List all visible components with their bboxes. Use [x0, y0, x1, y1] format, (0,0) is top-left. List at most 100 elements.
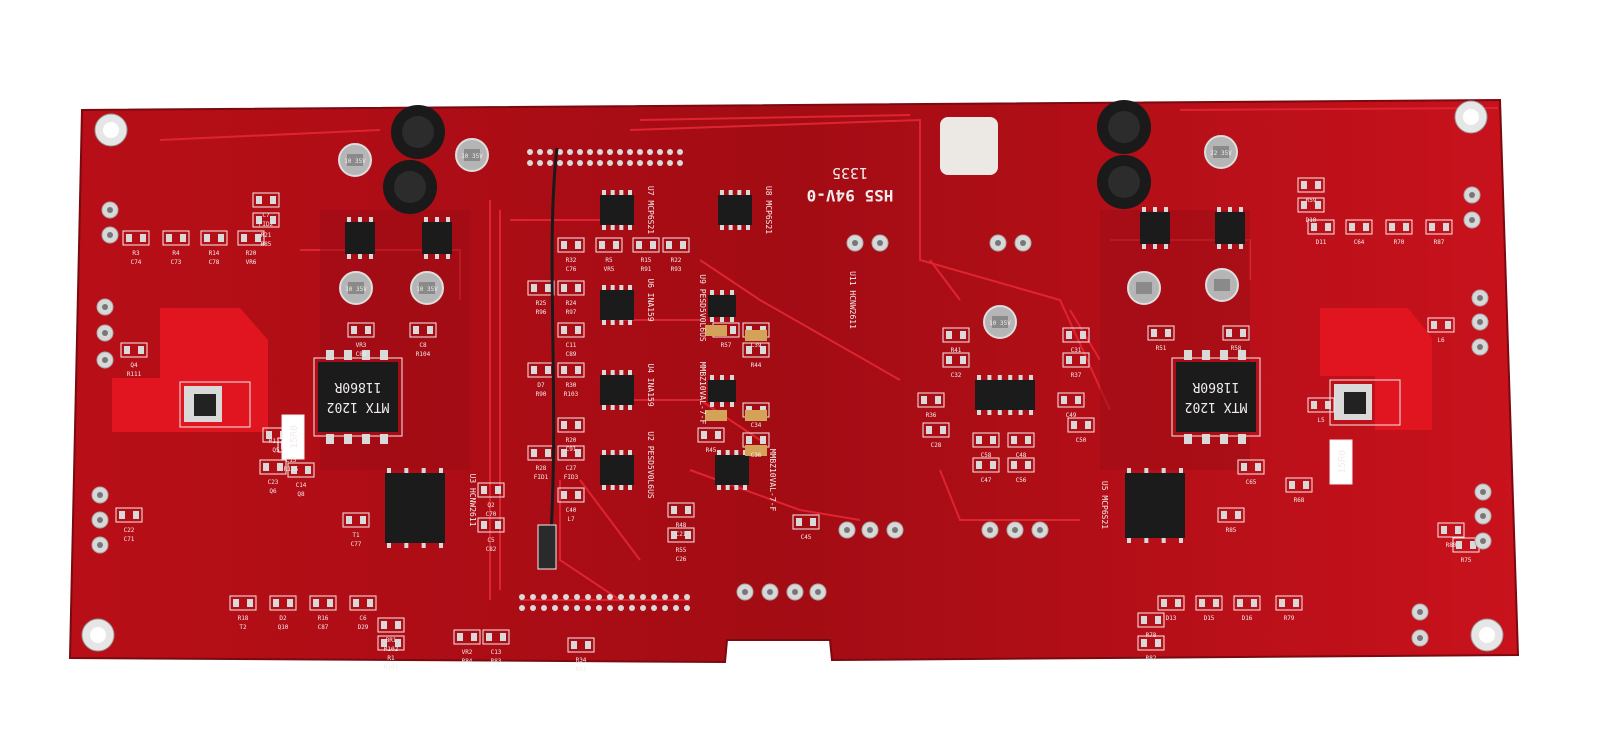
- refdes-label: R45: [706, 447, 717, 454]
- refdes-label: C31: [1071, 347, 1082, 354]
- smd-pad: [1221, 511, 1227, 519]
- refdes-label: C82: [486, 546, 497, 553]
- smd-outline: [162, 230, 190, 246]
- pin: [1127, 538, 1131, 543]
- smd-pad: [1251, 599, 1257, 607]
- refdes-label: L6: [1437, 337, 1445, 344]
- refdes-label: R97: [566, 309, 577, 316]
- smd-pad: [545, 284, 551, 292]
- pad-drill: [1477, 344, 1483, 350]
- refdes-label: C82: [486, 546, 497, 553]
- inductor-core: [1108, 166, 1140, 198]
- smd-pad: [1325, 401, 1331, 409]
- refdes-label: R30: [566, 382, 577, 389]
- refdes-label-frame: FID3: [564, 474, 579, 481]
- pin: [610, 285, 615, 290]
- integrated-circuit: [422, 222, 452, 254]
- refdes-label: C23: [268, 479, 279, 486]
- refdes-label-frame: C56: [1016, 477, 1027, 484]
- pin: [619, 450, 624, 455]
- smd-pad: [926, 426, 932, 434]
- refdes-label: R85: [261, 241, 272, 248]
- smd-outline: [557, 237, 585, 253]
- pin: [1184, 350, 1192, 360]
- pin: [1127, 468, 1131, 473]
- refdes-label: Q8: [297, 491, 305, 498]
- refdes-label: D7: [537, 382, 545, 389]
- refdes-label: R3: [132, 250, 140, 257]
- smd-outline: [557, 322, 585, 338]
- smd-outline: [942, 352, 970, 368]
- refdes-label-frame: C49: [1066, 412, 1077, 419]
- capacitor-value-frame: 10 35V: [989, 320, 1011, 327]
- refdes-label-frame: C11: [566, 342, 577, 349]
- refdes-label: R21: [261, 232, 272, 239]
- refdes-label: R5: [605, 257, 613, 264]
- header-pin: [617, 160, 623, 166]
- smd-outline: [229, 595, 257, 611]
- refdes-label: FID1: [534, 474, 549, 481]
- refdes-label: R22: [671, 257, 682, 264]
- copper-trace: [1179, 107, 1499, 111]
- refdes-label: T1: [352, 532, 360, 539]
- smd-pad: [140, 234, 146, 242]
- smd-pad: [1155, 639, 1161, 647]
- copper-trace: [629, 118, 1111, 411]
- mounting-hole-drill: [90, 627, 106, 643]
- refdes-label: C76: [566, 266, 577, 273]
- smd-pad: [531, 449, 537, 457]
- smd-outline: [1297, 197, 1325, 213]
- refdes-label: R102: [384, 646, 399, 653]
- mounting-hole-drill: [1479, 627, 1495, 643]
- smd-outline: [922, 422, 950, 438]
- capacitor-value: 10 35V: [345, 286, 367, 293]
- transformer: [318, 362, 398, 432]
- integrated-circuit: [600, 455, 634, 485]
- refdes-label: R103: [564, 391, 579, 398]
- ic-label: U7 MCP6S21: [646, 186, 655, 234]
- smd-pad: [575, 421, 581, 429]
- smd-pad: [1315, 181, 1321, 189]
- refdes-label: R91: [641, 266, 652, 273]
- refdes-label: R25: [536, 300, 547, 307]
- smd-pad: [599, 241, 605, 249]
- refdes-label: BR1: [386, 637, 397, 644]
- refdes-label-frame: BR1: [386, 637, 397, 644]
- smd-pad: [256, 196, 262, 204]
- refdes-label: C27: [566, 465, 577, 472]
- capacitor-value: 10 35V: [344, 158, 366, 165]
- pin: [628, 225, 632, 230]
- smd-pad: [760, 436, 766, 444]
- refdes-label: C6: [359, 615, 367, 622]
- smd-pad: [960, 331, 966, 339]
- pin: [728, 225, 733, 230]
- refdes-label-frame: C34: [751, 422, 762, 429]
- pin: [439, 543, 443, 548]
- pin: [446, 254, 450, 259]
- smd-pad: [976, 461, 982, 469]
- smd-pad: [1456, 541, 1462, 549]
- refdes-label: C45: [801, 534, 812, 541]
- smd-pad: [990, 461, 996, 469]
- pin: [746, 190, 750, 195]
- refdes-label: C87: [318, 624, 329, 631]
- capacitor-marking: [347, 154, 363, 166]
- copper-trace: [939, 469, 1080, 521]
- smd-pad: [810, 518, 816, 526]
- header-pin: [617, 149, 623, 155]
- refdes-label-frame: C82: [486, 546, 497, 553]
- refdes-label: C77: [351, 541, 362, 548]
- pin: [1153, 207, 1157, 212]
- pin: [435, 254, 439, 259]
- refdes-label-frame: C91: [566, 446, 577, 453]
- ic-label: MMBZ10VAL-7-F: [698, 362, 707, 425]
- smd-pad: [367, 599, 373, 607]
- smd-pad: [270, 196, 276, 204]
- pad-drill: [1012, 527, 1018, 533]
- refdes-label-frame: C7: [262, 212, 270, 219]
- smd-outline: [377, 635, 405, 651]
- refdes-label: R14: [209, 250, 220, 257]
- pin: [730, 290, 734, 295]
- smd-pad: [481, 521, 487, 529]
- refdes-label: C47: [981, 477, 992, 484]
